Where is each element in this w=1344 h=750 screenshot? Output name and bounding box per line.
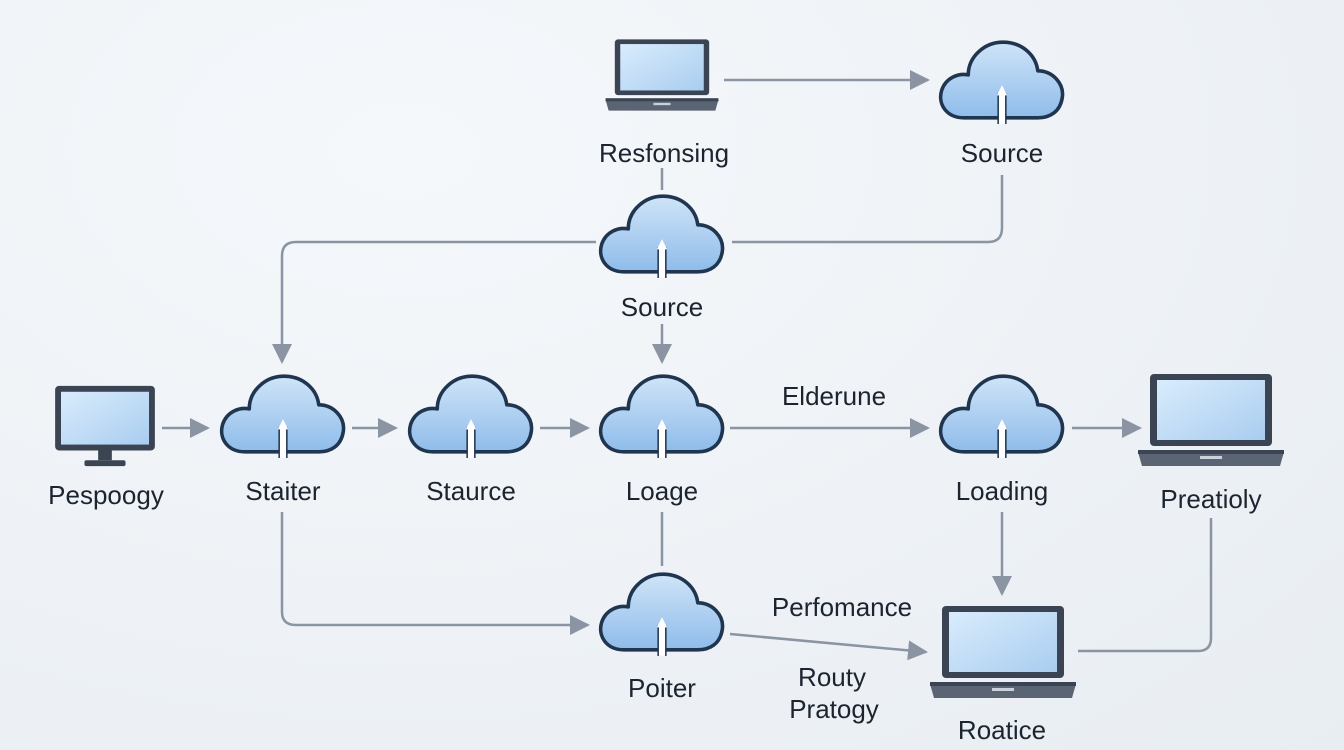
node-roatice-n11	[930, 606, 1076, 698]
node-staurce-n6	[407, 374, 534, 460]
edge-poiter-to-roatice	[729, 632, 928, 661]
node-label-loading: Loading	[955, 476, 1049, 506]
edge-label-elderune: Elderune	[781, 381, 887, 411]
node-label-pespoogy: Pespoogy	[48, 480, 164, 510]
cloud-icon	[598, 194, 725, 280]
laptop-icon	[605, 39, 719, 111]
node-label-resfonsing: Resfonsing	[598, 138, 730, 168]
node-label-loage: Loage	[625, 476, 699, 506]
cloud-icon	[938, 374, 1065, 460]
node-loading-n8	[938, 374, 1065, 460]
cloud-icon	[598, 374, 725, 460]
node-label-staurce: Staurce	[426, 476, 516, 506]
laptop-icon	[930, 606, 1076, 698]
node-loage-n7	[598, 374, 725, 460]
node-source-n3	[598, 194, 725, 280]
cloud-icon	[598, 572, 725, 658]
edges	[162, 70, 1213, 661]
cloud-icon	[407, 374, 534, 460]
node-label-preatioly: Preatioly	[1160, 484, 1262, 514]
node-pespoogy-n4	[55, 385, 155, 467]
node-label-source-mid: Source	[620, 292, 704, 322]
node-label-roatice: Roatice	[957, 715, 1047, 745]
edge-label-pratogy: Pratogy	[789, 694, 879, 724]
edge-label-routy: Routy	[798, 662, 866, 692]
cloud-icon	[938, 40, 1065, 126]
node-label-poiter: Poiter	[628, 673, 696, 703]
edge-source-top-down	[732, 175, 1004, 244]
laptop-icon	[1138, 374, 1284, 466]
node-resfonsing-n1	[605, 39, 719, 111]
node-staiter-n5	[219, 374, 346, 460]
node-preatioly-n9	[1138, 374, 1284, 466]
node-label-source-top: Source	[960, 138, 1044, 168]
node-label-staiter: Staiter	[245, 476, 321, 506]
node-poiter-n10	[598, 572, 725, 658]
edge-label-perfomance: Perfomance	[771, 592, 913, 622]
monitor-icon	[55, 385, 155, 467]
node-source-n2	[938, 40, 1065, 126]
edge-source-mid-left	[272, 240, 596, 364]
cloud-icon	[219, 374, 346, 460]
edge-staiter-to-poiter	[280, 512, 590, 635]
edge-preatioly-to-roatice	[1078, 518, 1213, 653]
